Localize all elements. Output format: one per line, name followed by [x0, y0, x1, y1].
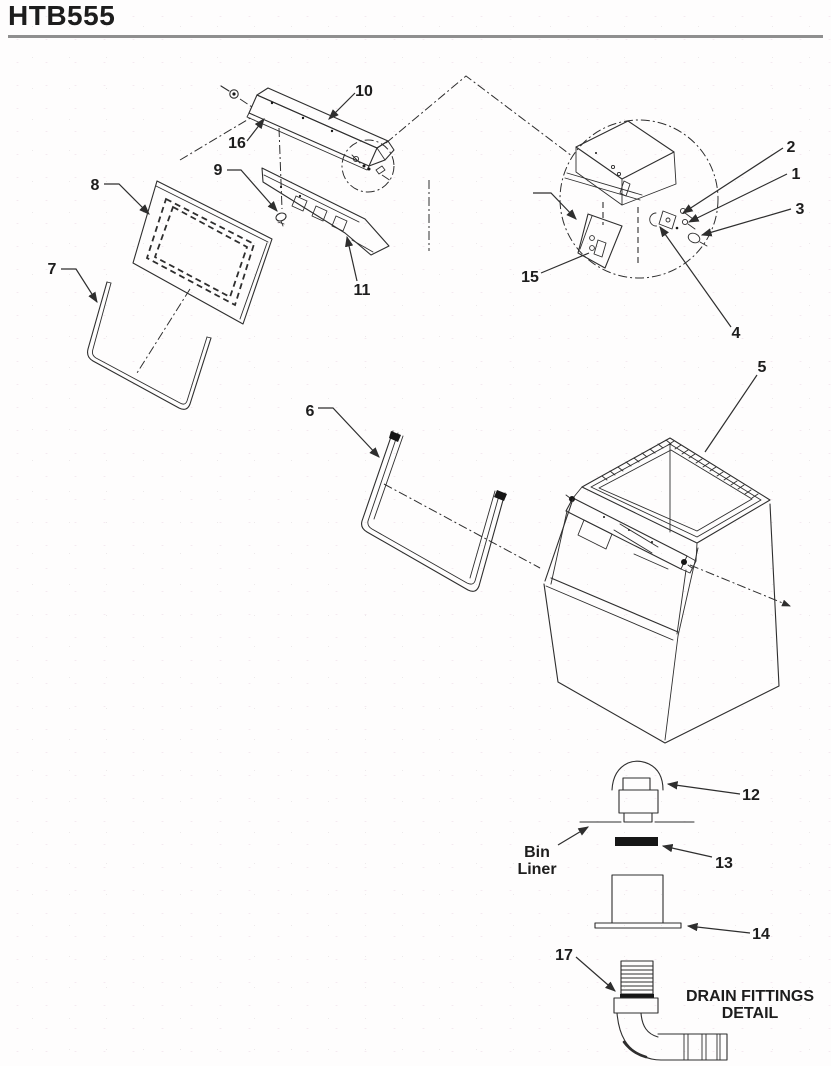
callout-7-number: 7	[48, 261, 57, 278]
callout-11-leader	[345, 235, 358, 282]
callout-14: 14	[686, 922, 770, 943]
callout-15-leader	[540, 252, 590, 274]
callout-11-number: 11	[354, 282, 371, 299]
callout-9-leader	[227, 169, 278, 212]
part-11-deflector-bracket	[261, 167, 390, 256]
part-9-screw	[275, 212, 287, 227]
detail-circle	[559, 119, 719, 279]
detail-caption-line1: DRAIN FITTINGS	[686, 988, 814, 1005]
fastener-cluster	[649, 207, 708, 247]
callout-17-leader	[575, 956, 616, 992]
callout-13-number: 13	[715, 855, 733, 872]
callout-13-leader	[661, 844, 713, 858]
callout-14-leader	[686, 922, 751, 934]
part-10-top-rail	[220, 85, 395, 182]
part-5-bin-body	[543, 437, 780, 744]
callout-3-leader	[700, 208, 792, 237]
callout-4-number: 4	[732, 325, 741, 342]
callout-17-number: 17	[555, 947, 573, 964]
bin-door-rail	[565, 486, 698, 574]
part-15-hinge-bracket	[577, 213, 623, 269]
bin-liner-label-line2: Liner	[517, 861, 556, 878]
callout-9: 9	[214, 162, 278, 212]
callout-4-leader	[659, 226, 732, 328]
callout-7-leader	[61, 268, 98, 304]
detail-caption-line2: DETAIL	[722, 1005, 779, 1022]
callout-14-number: 14	[752, 926, 770, 943]
callout-5-number: 5	[758, 359, 767, 376]
part-13-drain-gasket	[615, 837, 658, 846]
callout-3-number: 3	[796, 201, 805, 218]
part-8-door-panel	[132, 180, 273, 325]
callout-17: 17	[555, 947, 616, 992]
callout-12: 12	[666, 781, 760, 804]
callout-16-leader	[246, 118, 265, 142]
page-title: HTB555	[8, 0, 116, 31]
callout-15-number: 15	[521, 269, 539, 286]
callout-6: 6	[306, 403, 380, 458]
callout-8-leader	[104, 183, 150, 215]
part-14-drain-tube	[594, 874, 682, 929]
callout-16: 16	[228, 118, 265, 152]
part-17-drain-elbow-fitting	[613, 960, 728, 1061]
rim-hatching-right	[667, 440, 759, 499]
bin-door-opening	[544, 498, 687, 641]
callout-9-number: 9	[214, 162, 223, 179]
callout-13: 13	[661, 844, 733, 872]
callout-5: 5	[704, 359, 767, 453]
callout-2-number: 2	[787, 139, 796, 156]
callout-11: 11	[345, 235, 371, 299]
callout-3: 3	[700, 201, 805, 237]
callout-4: 4	[659, 226, 741, 342]
callout-5-leader	[704, 374, 758, 453]
rim-hatching-left	[601, 439, 672, 481]
axis-lines	[136, 75, 791, 607]
callout-8-number: 8	[91, 177, 100, 194]
callout-15: 15	[521, 252, 590, 286]
callout-2: 2	[681, 139, 796, 214]
callout-16-number: 16	[228, 135, 246, 152]
callout-1-leader	[687, 173, 788, 223]
bin-liner-leader	[557, 826, 590, 846]
callout-10-leader	[328, 92, 356, 120]
callout-8: 8	[91, 177, 150, 215]
hinge-pointer	[533, 192, 577, 220]
callout-2-leader	[681, 147, 784, 214]
callout-1: 1	[687, 166, 801, 223]
callout-10: 10	[328, 83, 373, 120]
title-rule	[8, 35, 823, 38]
part-6-door-frame	[361, 430, 507, 592]
end-fasteners	[351, 154, 392, 182]
part-12-drain-cap	[611, 760, 664, 823]
part-7-gasket-frame	[87, 281, 212, 410]
detail-source-circle	[341, 139, 395, 193]
callout-12-number: 12	[742, 787, 760, 804]
screw-top-left	[220, 85, 253, 108]
bin-liner-label-line1: Bin	[524, 844, 550, 861]
callout-10-number: 10	[355, 83, 373, 100]
callout-1-number: 1	[792, 166, 801, 183]
callout-12-leader	[666, 781, 741, 795]
callout-6-number: 6	[306, 403, 315, 420]
callout-7: 7	[48, 261, 98, 304]
detail-circle-contents	[533, 120, 708, 269]
callout-6-leader	[318, 407, 380, 458]
